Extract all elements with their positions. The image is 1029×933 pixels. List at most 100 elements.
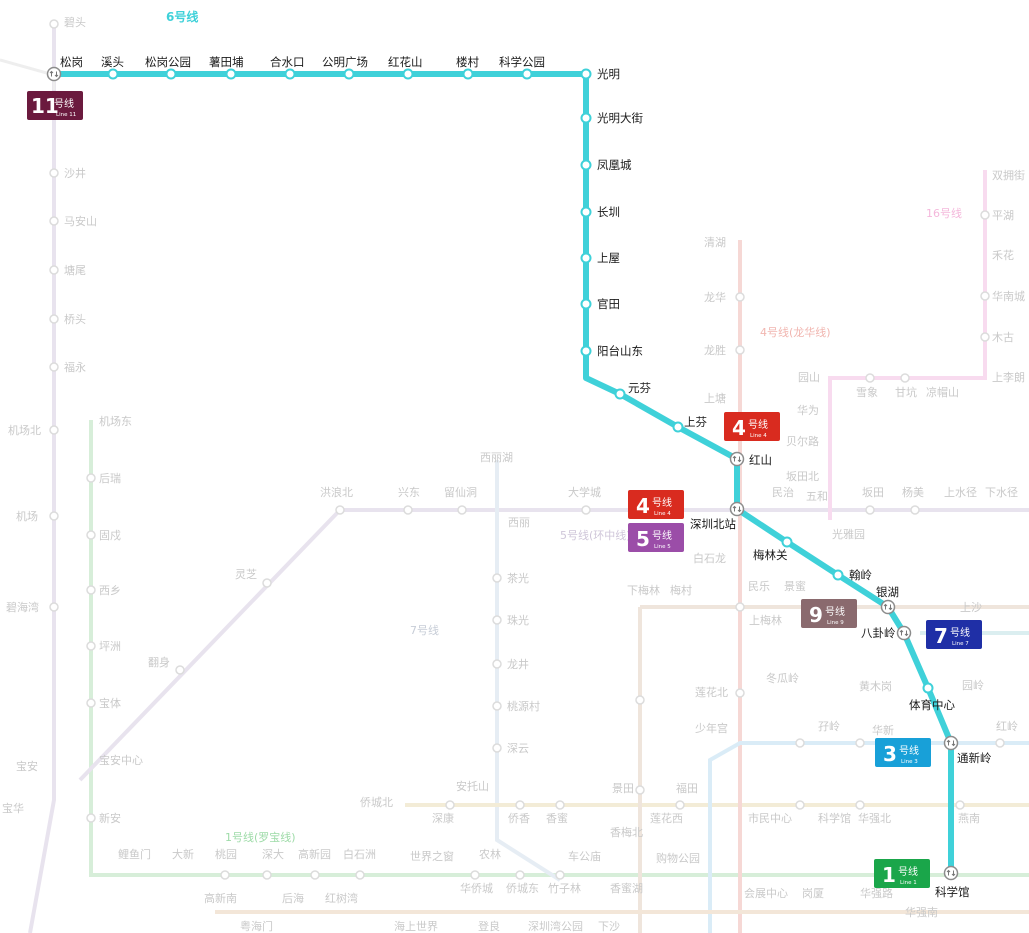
station-label-heshuikou[interactable]: 合水口 [270,55,305,69]
station-dot-changzhen[interactable] [580,206,592,218]
station-label-shangfen[interactable]: 上芬 [684,415,707,429]
station-label-xitou[interactable]: 溪头 [101,55,124,69]
station-label-loucun[interactable]: 楼村 [456,55,479,69]
station-label-guangming-street[interactable]: 光明大街 [597,111,643,125]
station-dot-honghuashan[interactable] [402,68,414,80]
station-label-yangtaishan-east[interactable]: 阳台山东 [597,344,643,358]
station-label-bagualing[interactable]: 八卦岭 [861,626,896,640]
faint-label: 上李朗 [992,370,1025,384]
line5-badge[interactable]: 5 号线 Line 5 [628,523,684,552]
faint-label: 华侨城 [460,881,493,895]
station-label-yinhu[interactable]: 银湖 [876,585,899,599]
station-label-hongshan[interactable]: 红山 [749,453,772,467]
station-dot-yuanfen[interactable] [614,388,626,400]
station-label-fenghuang-city[interactable]: 凤凰城 [597,158,632,172]
faint-station-dot [515,870,525,880]
station-dot-sports-center[interactable] [922,682,934,694]
line16-faint-track [828,170,987,520]
faint-label: 车公庙 [568,849,601,863]
station-label-honghuashan[interactable]: 红花山 [388,55,423,69]
interchange-songgang[interactable] [46,66,62,82]
faint-label: 桃园 [215,847,237,861]
faint-station-dot [635,785,645,795]
station-dot-guangming[interactable] [580,68,592,80]
faint-station-dot [403,505,413,515]
station-dot-guangming-street[interactable] [580,112,592,124]
faint-label: 茶光 [507,571,529,585]
badge-english: Line 4 [750,433,767,439]
interchange-tongxinling[interactable] [943,735,959,751]
station-label-yuanfen[interactable]: 元芬 [628,381,651,395]
faint-label: 景蜜 [784,579,806,593]
faint-label: 福永 [64,360,86,374]
faint-label: 平湖 [992,209,1014,222]
station-label-guangming[interactable]: 光明 [597,67,620,81]
station-label-sports-center[interactable]: 体育中心 [909,698,955,712]
background-network: 碧头 沙井 马安山 塘尾 桥头 福永 机场北 机场 碧海湾 宝安 宝华 机场东 … [0,16,1029,933]
station-dot-yangtaishan-east[interactable] [580,345,592,357]
faint-label: 侨城东 [506,882,539,895]
faint-station-dot [445,800,455,810]
station-label-songgang-park[interactable]: 松岗公园 [145,55,191,69]
line4-ext-label: 4号线(龙华线) [760,325,831,339]
faint-label: 景田 [612,782,634,795]
station-label-hanling[interactable]: 翰岭 [849,568,872,582]
station-label-gongming-square[interactable]: 公明广场 [322,55,368,69]
badge-hao-xian: 号线 [899,744,919,757]
faint-station-dot [795,738,805,748]
station-label-meilinguan[interactable]: 梅林关 [753,548,788,562]
station-dot-songgang-park[interactable] [165,68,177,80]
station-label-shenzhen-north[interactable]: 深圳北站 [690,517,736,531]
interchange-icon [883,603,893,611]
faint-station-dot [49,425,59,435]
line1-badge[interactable]: 1 号线 Line 1 [874,859,930,888]
station-dot-hanling[interactable] [832,569,844,581]
station-label-science-park[interactable]: 科学公园 [499,55,545,69]
faint-label: 光雅园 [832,527,865,541]
station-label-changzhen[interactable]: 长圳 [597,205,620,219]
station-dot-xitou[interactable] [107,68,119,80]
station-dot-shangfen[interactable] [672,421,684,433]
station-label-science-museum[interactable]: 科学馆 [935,885,970,899]
faint-label: 西丽 [508,516,530,529]
station-dot-guantian[interactable] [580,298,592,310]
interchange-yinhu[interactable] [880,599,896,615]
line4-badge-shenzhen-north[interactable]: 4 号线 Line 4 [628,490,684,519]
line9-badge[interactable]: 9 号线 Line 9 [801,599,857,628]
faint-label: 新安 [99,811,121,825]
station-dot-shangwu[interactable] [580,252,592,264]
faint-label: 西乡 [99,584,121,597]
line7-badge[interactable]: 7 号线 Line 7 [926,620,982,649]
station-dot-heshuikou[interactable] [284,68,296,80]
line1-faint-track [89,420,1029,877]
interchange-shenzhen-north[interactable] [729,501,745,517]
faint-label: 上梅林 [749,613,782,627]
faint-label: 购物公园 [656,851,700,865]
faint-label: 机场东 [99,414,132,428]
station-dot-fenghuang-city[interactable] [580,159,592,171]
station-dot-gongming-square[interactable] [343,68,355,80]
faint-station-dot [735,345,745,355]
station-label-songgang[interactable]: 松岗 [60,55,83,69]
faint-label: 高新南 [204,891,237,905]
line4-badge[interactable]: 4 号线 Line 4 [724,412,780,441]
line11-badge[interactable]: 11 号线 Line 11 [27,91,83,120]
badge-hao-xian: 号线 [825,605,845,618]
interchange-science-museum[interactable] [943,865,959,881]
faint-station-dot [795,800,805,810]
station-label-shangwu[interactable]: 上屋 [597,251,620,265]
badge-number: 1 [882,863,896,887]
line3-badge[interactable]: 3 号线 Line 3 [875,738,931,767]
station-dot-meilinguan[interactable] [781,536,793,548]
station-label-guantian[interactable]: 官田 [597,297,620,311]
station-label-tongxinling[interactable]: 通新岭 [957,751,992,765]
faint-label: 碧头 [64,16,86,29]
station-dot-xiatianpu[interactable] [225,68,237,80]
faint-station-dot [310,870,320,880]
faint-label: 兴东 [398,486,420,499]
interchange-hongshan[interactable] [729,451,745,467]
station-label-xiatianpu[interactable]: 薯田埔 [209,55,244,69]
station-dot-loucun[interactable] [462,68,474,80]
interchange-bagualing[interactable] [896,625,912,641]
station-dot-science-park[interactable] [521,68,533,80]
